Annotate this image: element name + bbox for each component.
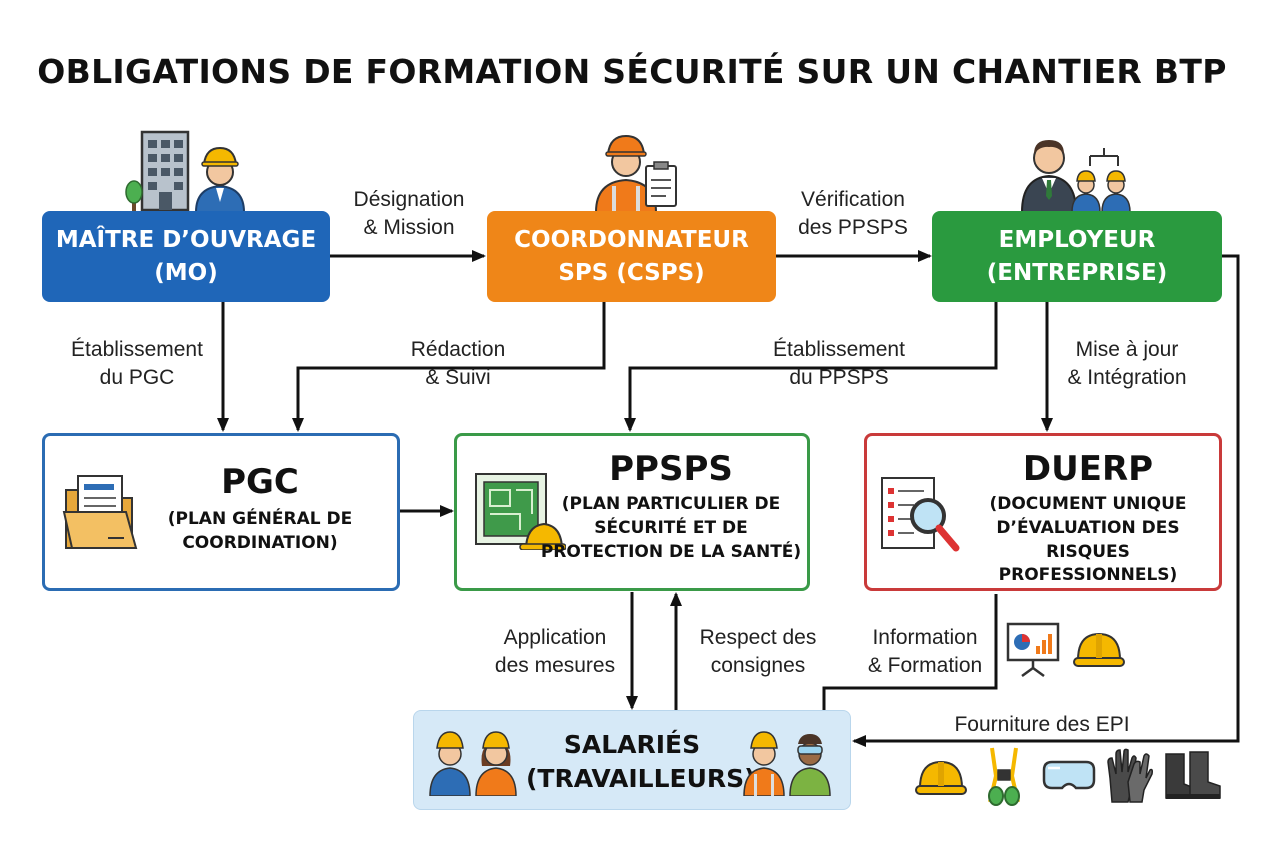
arrow-csps-to-pgc — [292, 302, 606, 432]
doc-ppsps-line1: (PLAN PARTICULIER DE — [561, 494, 781, 515]
presentation-board-icon — [1004, 620, 1062, 683]
worker-woman-icon — [474, 726, 518, 801]
building-icon — [140, 130, 192, 217]
label-application-line1: Application — [503, 626, 607, 649]
worker-goggles-icon — [788, 726, 832, 801]
label-etablissement-pgc: Établissement du PGC — [56, 336, 218, 392]
safety-harness-icon — [982, 746, 1026, 811]
doc-ppsps-name: PPSPS — [609, 449, 733, 489]
salaries-line1: SALARIÉS — [563, 730, 701, 759]
label-mise-a-jour: Mise à jour & Intégration — [1052, 336, 1202, 392]
label-verification-ppsps: Vérification des PPSPS — [780, 186, 926, 242]
actor-employeur-line2: (ENTREPRISE) — [986, 259, 1168, 286]
actor-employeur-line1: EMPLOYEUR — [998, 227, 1156, 254]
doc-pgc-line2: COORDINATION) — [182, 532, 338, 553]
actor-employeur: EMPLOYEUR (ENTREPRISE) — [932, 211, 1222, 302]
folder-document-icon — [62, 472, 140, 557]
label-respect-consignes: Respect des consignes — [688, 624, 828, 680]
label-etablissement-ppsps-line1: Établissement — [773, 338, 905, 361]
worker-man-icon — [428, 726, 472, 801]
actor-maitre-ouvrage: MAÎTRE D’OUVRAGE (MO) — [42, 211, 330, 302]
label-etablissement-ppsps: Établissement du PPSPS — [758, 336, 920, 392]
label-information-line2: & Formation — [867, 654, 983, 677]
salaries-text: SALARIÉS (TRAVAILLEURS) — [526, 728, 756, 796]
blueprint-hardhat-icon — [470, 466, 567, 555]
label-respect-line2: consignes — [710, 654, 806, 677]
workers-team-icon — [1070, 165, 1132, 217]
tree-icon — [124, 180, 144, 217]
label-fourniture-epi: Fourniture des EPI — [940, 711, 1144, 739]
label-fourniture-line1: Fourniture des EPI — [954, 713, 1130, 736]
doc-ppsps-text: PPSPS (PLAN PARTICULIER DE SÉCURITÉ ET D… — [540, 449, 802, 564]
safety-boots-icon — [1162, 750, 1222, 807]
label-redaction-line2: & Suivi — [425, 366, 491, 389]
doc-duerp-line3: PROFESSIONNELS) — [998, 565, 1178, 586]
label-mise-a-jour-line1: Mise à jour — [1075, 338, 1179, 361]
doc-ppsps-line2: SÉCURITÉ ET DE — [594, 517, 748, 538]
doc-duerp-name: DUERP — [1022, 449, 1154, 489]
label-designation-line1: Désignation — [353, 188, 465, 211]
label-redaction-suivi: Rédaction & Suivi — [392, 336, 524, 392]
doc-pgc-line1: (PLAN GÉNÉRAL DE — [167, 509, 353, 530]
doc-ppsps-line3: PROTECTION DE LA SANTÉ) — [540, 541, 802, 562]
label-mise-a-jour-line2: & Intégration — [1067, 366, 1187, 389]
doc-pgc-text: PGC (PLAN GÉNÉRAL DE COORDINATION) — [150, 462, 370, 556]
label-verification-line2: des PPSPS — [798, 216, 908, 239]
label-application-line2: des mesures — [494, 654, 616, 677]
worker-vest-icon — [742, 726, 786, 801]
work-gloves-icon — [1104, 748, 1154, 809]
org-chart-icon — [1084, 146, 1124, 173]
label-redaction-line1: Rédaction — [410, 338, 506, 361]
doc-pgc-name: PGC — [221, 462, 299, 502]
doc-duerp-line1: (DOCUMENT UNIQUE — [989, 494, 1187, 515]
magnifier-document-icon — [878, 476, 962, 561]
actor-csps-line1: COORDONNATEUR — [514, 227, 749, 254]
hardhat-icon — [914, 756, 968, 803]
label-designation-line2: & Mission — [363, 216, 455, 239]
worker-clipboard-icon — [590, 130, 682, 217]
actor-coordonnateur-sps: COORDONNATEUR SPS (CSPS) — [487, 211, 776, 302]
arrow-duerp-to-salaries — [822, 594, 998, 712]
salaries-line2: (TRAVAILLEURS) — [526, 763, 756, 793]
doc-duerp-line2: D’ÉVALUATION DES RISQUES — [996, 517, 1180, 562]
arrow-employeur-to-salaries-epi — [852, 254, 1240, 747]
safety-goggles-icon — [1040, 758, 1098, 799]
actor-mo-line2: (MO) — [154, 259, 218, 286]
label-application-mesures: Application des mesures — [484, 624, 626, 680]
label-respect-line1: Respect des — [699, 626, 817, 649]
label-verification-line1: Vérification — [801, 188, 905, 211]
label-etablissement-pgc-line2: du PGC — [99, 366, 175, 389]
doc-duerp-text: DUERP (DOCUMENT UNIQUE D’ÉVALUATION DES … — [960, 449, 1216, 588]
actor-csps-line2: SPS (CSPS) — [558, 259, 705, 286]
label-information-formation: Information & Formation — [858, 624, 992, 680]
worker-hardhat-icon — [192, 142, 248, 217]
actor-mo-line1: MAÎTRE D’OUVRAGE — [55, 227, 317, 254]
label-etablissement-pgc-line1: Établissement — [71, 338, 203, 361]
label-information-line1: Information — [872, 626, 978, 649]
label-designation-mission: Désignation & Mission — [336, 186, 482, 242]
hardhat-icon — [1072, 628, 1126, 675]
arrow-employeur-to-ppsps — [624, 302, 998, 432]
label-etablissement-ppsps-line2: du PPSPS — [789, 366, 889, 389]
page-title: OBLIGATIONS DE FORMATION SÉCURITÉ SUR UN… — [37, 52, 1227, 91]
